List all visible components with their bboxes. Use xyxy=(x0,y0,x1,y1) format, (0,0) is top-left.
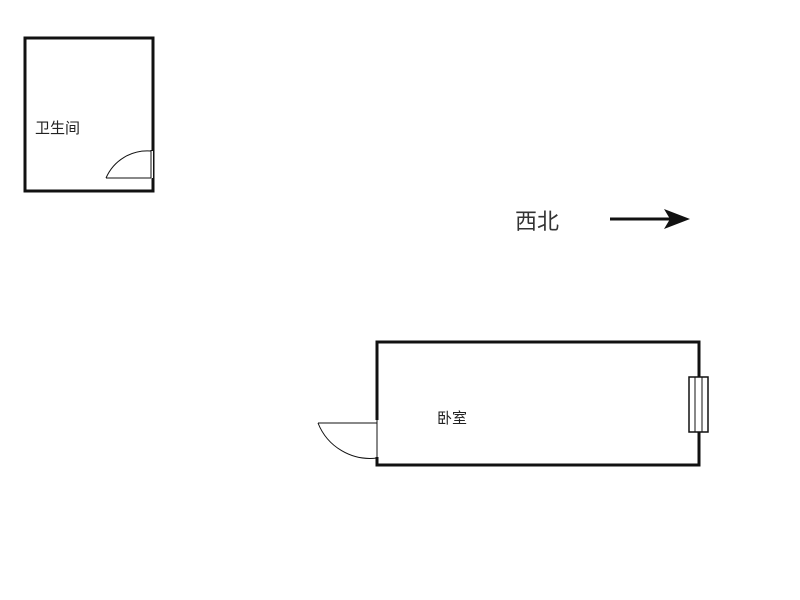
compass: 西北 xyxy=(515,209,690,235)
bedroom-label: 卧室 xyxy=(437,409,467,427)
bedroom-walls xyxy=(375,340,701,467)
bedroom-room: 卧室 xyxy=(317,340,709,467)
bedroom-window-icon xyxy=(688,376,709,433)
bathroom-label: 卫生间 xyxy=(35,119,80,137)
bathroom-walls xyxy=(23,36,155,193)
bathroom-room: 卫生间 xyxy=(23,36,155,193)
arrow-right-icon xyxy=(610,209,690,229)
bathroom-door-icon xyxy=(105,150,153,179)
compass-label: 西北 xyxy=(515,210,559,235)
bedroom-door-icon xyxy=(317,419,379,459)
